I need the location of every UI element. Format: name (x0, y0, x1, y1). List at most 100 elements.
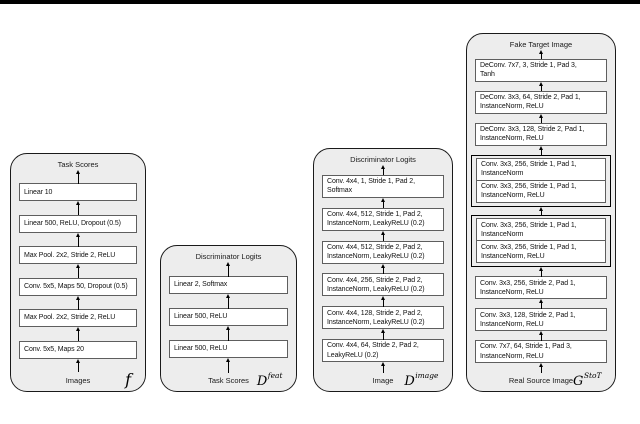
layer-box: Max Pool. 2x2, Stride 2, ReLU (19, 246, 137, 265)
up-arrow-icon (322, 296, 444, 307)
output-label: Task Scores (57, 160, 99, 169)
layer-box: Conv. 5x5, Maps 50, Dropout (0.5) (19, 277, 137, 296)
layer-text: InstanceNorm, ReLU (480, 352, 544, 360)
output-label: Discriminator Logits (195, 252, 262, 261)
network-task-model: Task Scores Linear 10 Linear 500, ReLU, D… (10, 153, 146, 392)
layer-box: DeConv. 3x3, 64, Stride 2, Pad 1,Instanc… (475, 90, 607, 114)
input-label: Images (65, 375, 91, 385)
layer-text: Conv. 4x4, 1, Stride 1, Pad 2, (327, 178, 415, 186)
network-generator: Fake Target Image DeConv. 7x7, 3, Stride… (466, 33, 616, 392)
layer-box: Conv. 4x4, 64, Stride 2, Pad 2,LeakyReLU… (322, 339, 444, 363)
input-row: Real Source Image GStoT (475, 371, 607, 388)
layer-text: Conv. 3x3, 256, Stride 2, Pad 1, (480, 279, 576, 287)
up-arrow-icon (19, 232, 137, 248)
residual-block-group: Conv. 3x3, 256, Stride 1, Pad 1, Instance… (471, 154, 611, 207)
layer-text: InstanceNorm, LeakyReLU (0.2) (327, 285, 425, 293)
layer-text: Linear 500, ReLU (174, 313, 228, 321)
layer-box: Linear 2, Softmax (169, 276, 288, 294)
layer-text: Conv. 3x3, 256, Stride 1, Pad 1, (481, 221, 577, 229)
layer-text: Conv. 5x5, Maps 50, Dropout (0.5) (24, 283, 128, 291)
layer-box: Conv. 3x3, 256, Stride 1, Pad 1,Instance… (476, 218, 606, 242)
layer-text: InstanceNorm, ReLU (480, 288, 544, 296)
layer-text: Max Pool. 2x2, Stride 2, ReLU (24, 314, 116, 322)
layer-text: DeConv. 3x3, 128, Stride 2, Pad 1, (480, 125, 585, 133)
layer-text: InstanceNorm (481, 230, 524, 238)
layer-text: InstanceNorm, ReLU (480, 320, 544, 328)
layer-text: InstanceNorm, LeakyReLU (0.2) (327, 318, 425, 326)
layer-text: InstanceNorm, ReLU (480, 103, 544, 111)
output-label: Fake Target Image (509, 40, 573, 49)
layer-text: InstanceNorm, ReLU (480, 135, 544, 143)
layer-box: Conv. 4x4, 512, Stride 1, Pad 2,Instance… (322, 207, 444, 231)
layer-text: LeakyReLU (0.2) (327, 351, 379, 359)
layer-box: Conv. 4x4, 1, Stride 1, Pad 2,Softmax (322, 174, 444, 198)
layer-box: Conv. 3x3, 256, Stride 1, Pad 1, Instance… (476, 157, 606, 181)
up-arrow-icon (19, 170, 137, 185)
layer-text: Linear 2, Softmax (174, 281, 228, 289)
up-arrow-icon (475, 363, 607, 373)
layer-text: Conv. 5x5, Maps 20 (24, 345, 84, 353)
up-arrow-icon (169, 358, 288, 373)
top-rule (0, 0, 640, 4)
up-arrow-icon (322, 329, 444, 340)
layer-text: InstanceNorm, LeakyReLU (0.2) (327, 253, 425, 261)
layer-text: Conv. 3x3, 256, Stride 1, Pad 1, (481, 243, 577, 251)
layer-text: Conv. 3x3, 256, Stride 1, Pad 1, (481, 160, 577, 168)
layer-box: Max Pool. 2x2, Stride 2, ReLU (19, 309, 137, 328)
layer-stack: Linear 10 Linear 500, ReLU, Dropout (0.5)… (19, 170, 137, 373)
layer-text: Conv. 7x7, 64, Stride 1, Pad 3, (480, 343, 572, 351)
layer-text: Conv. 4x4, 256, Stride 2, Pad 2, (327, 276, 423, 284)
up-arrow-icon (322, 197, 444, 209)
layer-box: Conv. 5x5, Maps 20 (19, 340, 137, 359)
input-label: Task Scores (208, 375, 249, 385)
layer-box: Conv. 3x3, 128, Stride 2, Pad 1,Instance… (475, 308, 607, 332)
network-symbol-d-image: Dimage (404, 370, 439, 389)
layer-text: DeConv. 7x7, 3, Stride 1, Pad 3, (480, 62, 577, 70)
layer-box: Linear 10 (19, 183, 137, 202)
layer-box: Conv. 3x3, 256, Stride 1, Pad 1,Instance… (476, 240, 606, 264)
up-arrow-icon (169, 294, 288, 309)
up-arrow-icon (475, 113, 607, 124)
layer-text: Conv. 4x4, 128, Stride 2, Pad 2, (327, 309, 423, 317)
up-arrow-icon (475, 267, 607, 277)
layer-box: Conv. 3x3, 256, Stride 1, Pad 1,Instance… (476, 179, 606, 203)
up-arrow-icon (475, 331, 607, 341)
network-image-discriminator: Discriminator Logits Conv. 4x4, 1, Strid… (313, 148, 453, 392)
network-symbol-f: f (125, 370, 131, 389)
layer-box: Conv. 7x7, 64, Stride 1, Pad 3,InstanceN… (475, 340, 607, 364)
layer-box: Conv. 3x3, 256, Stride 2, Pad 1,Instance… (475, 276, 607, 300)
up-arrow-icon (19, 264, 137, 279)
layer-text: Conv. 3x3, 256, Stride 1, Pad 1, (481, 182, 577, 190)
up-arrow-icon (19, 295, 137, 311)
up-arrow-icon (19, 358, 137, 373)
layer-text: InstanceNorm, ReLU (481, 252, 545, 260)
network-symbol-d-feat: Dfeat (256, 370, 283, 389)
residual-block-group: Conv. 3x3, 256, Stride 1, Pad 1,Instance… (471, 215, 611, 268)
layer-text: InstanceNorm (481, 170, 524, 178)
up-arrow-icon (322, 165, 444, 176)
layer-text: Conv. 4x4, 512, Stride 2, Pad 2, (327, 243, 423, 251)
layer-box: DeConv. 7x7, 3, Stride 1, Pad 3,Tanh (475, 58, 607, 82)
up-arrow-icon (475, 299, 607, 309)
input-row: Task Scores Dfeat (169, 370, 288, 389)
layer-text: Conv. 3x3, 128, Stride 2, Pad 1, (480, 311, 576, 319)
layer-text: Linear 500, ReLU, Dropout (0.5) (24, 220, 121, 228)
layer-text: Softmax (327, 187, 352, 195)
layer-text: Linear 500, ReLU (174, 345, 228, 353)
up-arrow-icon (169, 262, 288, 277)
input-label: Real Source Image (508, 375, 574, 385)
input-row: Image Dimage (322, 370, 444, 389)
input-row: Images f (19, 372, 137, 388)
up-arrow-icon (19, 201, 137, 216)
layer-text: DeConv. 3x3, 64, Stride 2, Pad 1, (480, 94, 581, 102)
up-arrow-icon (169, 326, 288, 341)
layer-box: DeConv. 3x3, 128, Stride 2, Pad 1, Instan… (475, 122, 607, 146)
layer-box: Linear 500, ReLU (169, 308, 288, 326)
up-arrow-icon (322, 362, 444, 373)
up-arrow-icon (475, 81, 607, 92)
layer-text: Conv. 4x4, 64, Stride 2, Pad 2, (327, 342, 419, 350)
up-arrow-icon (322, 230, 444, 241)
